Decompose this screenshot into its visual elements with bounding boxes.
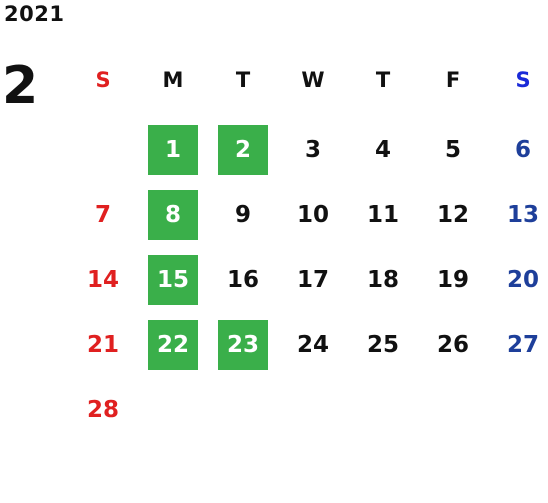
day-cell[interactable]: 16 [226, 267, 259, 293]
weekday-wednesday: W [301, 68, 325, 92]
day-cell[interactable]: 10 [296, 202, 329, 228]
weekday-saturday: S [515, 68, 531, 92]
day-cell[interactable]: 3 [304, 137, 321, 163]
weekday-sunday: S [95, 68, 111, 92]
calendar-year: 2021 [4, 2, 65, 26]
weekday-friday: F [445, 68, 461, 92]
day-cell[interactable]: 23 [218, 320, 268, 370]
day-cell[interactable]: 18 [366, 267, 399, 293]
weekday-monday: M [162, 68, 184, 92]
day-cell[interactable]: 22 [148, 320, 198, 370]
day-cell[interactable]: 15 [148, 255, 198, 305]
day-cell[interactable]: 12 [436, 202, 469, 228]
day-cell[interactable]: 26 [436, 332, 469, 358]
day-cell[interactable]: 21 [86, 332, 119, 358]
day-cell[interactable]: 24 [296, 332, 329, 358]
weekday-thursday: T [375, 68, 391, 92]
day-cell[interactable]: 4 [374, 137, 391, 163]
day-cell[interactable]: 2 [218, 125, 268, 175]
day-cell[interactable]: 5 [444, 137, 461, 163]
day-cell[interactable]: 8 [148, 190, 198, 240]
day-cell[interactable]: 25 [366, 332, 399, 358]
day-cell[interactable]: 19 [436, 267, 469, 293]
day-cell[interactable]: 6 [514, 137, 531, 163]
day-cell[interactable]: 14 [86, 267, 119, 293]
day-cell[interactable]: 11 [366, 202, 399, 228]
day-cell[interactable]: 20 [506, 267, 539, 293]
day-cell[interactable]: 17 [296, 267, 329, 293]
weekday-tuesday: T [235, 68, 251, 92]
day-cell[interactable]: 13 [506, 202, 539, 228]
day-cell[interactable]: 1 [148, 125, 198, 175]
calendar-month: 2 [2, 56, 39, 116]
day-cell[interactable]: 28 [86, 397, 119, 423]
day-cell[interactable]: 27 [506, 332, 539, 358]
day-cell[interactable]: 9 [234, 202, 251, 228]
day-cell[interactable]: 7 [94, 202, 111, 228]
